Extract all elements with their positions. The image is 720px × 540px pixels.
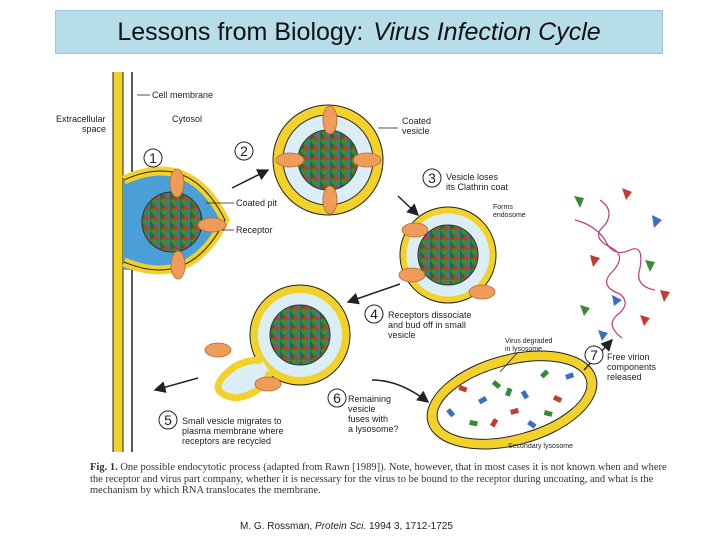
svg-text:3: 3 xyxy=(428,170,436,186)
free-virion-components xyxy=(574,188,670,341)
label-remaining-2: vesicle xyxy=(348,404,376,414)
budding-vesicle xyxy=(204,284,351,402)
label-dissociate-1: Receptors dissociate xyxy=(388,310,472,320)
label-receptor: Receptor xyxy=(236,225,273,235)
coated-vesicle xyxy=(272,104,384,216)
label-free-2: components xyxy=(607,362,657,372)
citation-journal: Protein Sci. xyxy=(315,521,367,532)
label-degraded-2: in lysosome xyxy=(505,346,542,353)
label-coated-pit: Coated pit xyxy=(236,198,278,208)
step-3-marker: 3 xyxy=(422,168,442,188)
svg-text:6: 6 xyxy=(333,390,341,406)
caption-text: One possible endocytotic process (adapte… xyxy=(90,462,667,496)
label-remaining-1: Remaining xyxy=(348,394,391,404)
label-migrates-1: Small vesicle migrates to xyxy=(182,416,282,426)
step-6-marker: 6 xyxy=(327,388,347,408)
svg-text:1: 1 xyxy=(149,150,157,166)
label-extracellular-2: space xyxy=(82,124,106,134)
label-degraded-1: Virus degraded xyxy=(505,338,552,345)
step-4-marker: 4 xyxy=(364,304,384,324)
svg-text:2: 2 xyxy=(240,143,248,159)
citation-author: M. G. Rossman, xyxy=(240,521,313,532)
step-1-marker: 1 xyxy=(143,148,163,168)
step-7-marker: 7 xyxy=(584,345,604,365)
label-remaining-3: fuses with xyxy=(348,414,388,424)
figure-caption: Fig. 1. One possible endocytotic process… xyxy=(90,462,670,497)
svg-text:4: 4 xyxy=(370,306,378,322)
diagram-labels: Cell membrane Extracellular space Cytoso… xyxy=(56,90,657,450)
label-endosome-1: Forms xyxy=(493,204,513,211)
svg-text:5: 5 xyxy=(164,412,172,428)
label-migrates-3: receptors are recycled xyxy=(182,436,271,446)
secondary-lysosome xyxy=(426,350,598,450)
cycle-arrows xyxy=(153,169,614,403)
label-remaining-4: a lysosome? xyxy=(348,424,399,434)
degraded-capsid-fragments xyxy=(446,369,575,429)
label-cell-membrane: Cell membrane xyxy=(152,90,213,100)
caption-fig-label: Fig. 1. xyxy=(90,462,118,473)
leader-lines xyxy=(137,94,519,373)
label-secondary-lysosome: Secondary lysosome xyxy=(508,443,573,450)
label-clathrin-2: its Clathrin coat xyxy=(446,182,509,192)
label-cytosol: Cytosol xyxy=(172,114,202,124)
title-italic: Virus Infection Cycle xyxy=(373,17,601,46)
label-coated-vesicle-1: Coated xyxy=(402,116,431,126)
label-extracellular-1: Extracellular xyxy=(56,114,106,124)
label-free-1: Free virion xyxy=(607,352,650,362)
step-markers: 1 2 3 4 5 6 7 xyxy=(143,141,604,430)
step-5-marker: 5 xyxy=(158,410,178,430)
label-migrates-2: plasma membrane where xyxy=(182,426,284,436)
label-clathrin-1: Vesicle loses xyxy=(446,172,499,182)
label-endosome-2: endosome xyxy=(493,212,526,219)
label-free-3: released xyxy=(607,372,642,382)
citation-details: 1994 3, 1712-1725 xyxy=(368,521,453,532)
svg-text:7: 7 xyxy=(590,347,598,363)
label-dissociate-3: vesicle xyxy=(388,330,416,340)
label-dissociate-2: and bud off in small xyxy=(388,320,466,330)
endosome xyxy=(398,206,497,304)
citation: M. G. Rossman, Protein Sci. 1994 3, 1712… xyxy=(240,521,453,532)
slide-title: Lessons from Biology: Virus Infection Cy… xyxy=(55,10,663,54)
step-2-marker: 2 xyxy=(234,141,254,161)
coated-pit xyxy=(122,166,231,280)
title-main: Lessons from Biology: xyxy=(117,17,364,46)
label-coated-vesicle-2: vesicle xyxy=(402,126,430,136)
